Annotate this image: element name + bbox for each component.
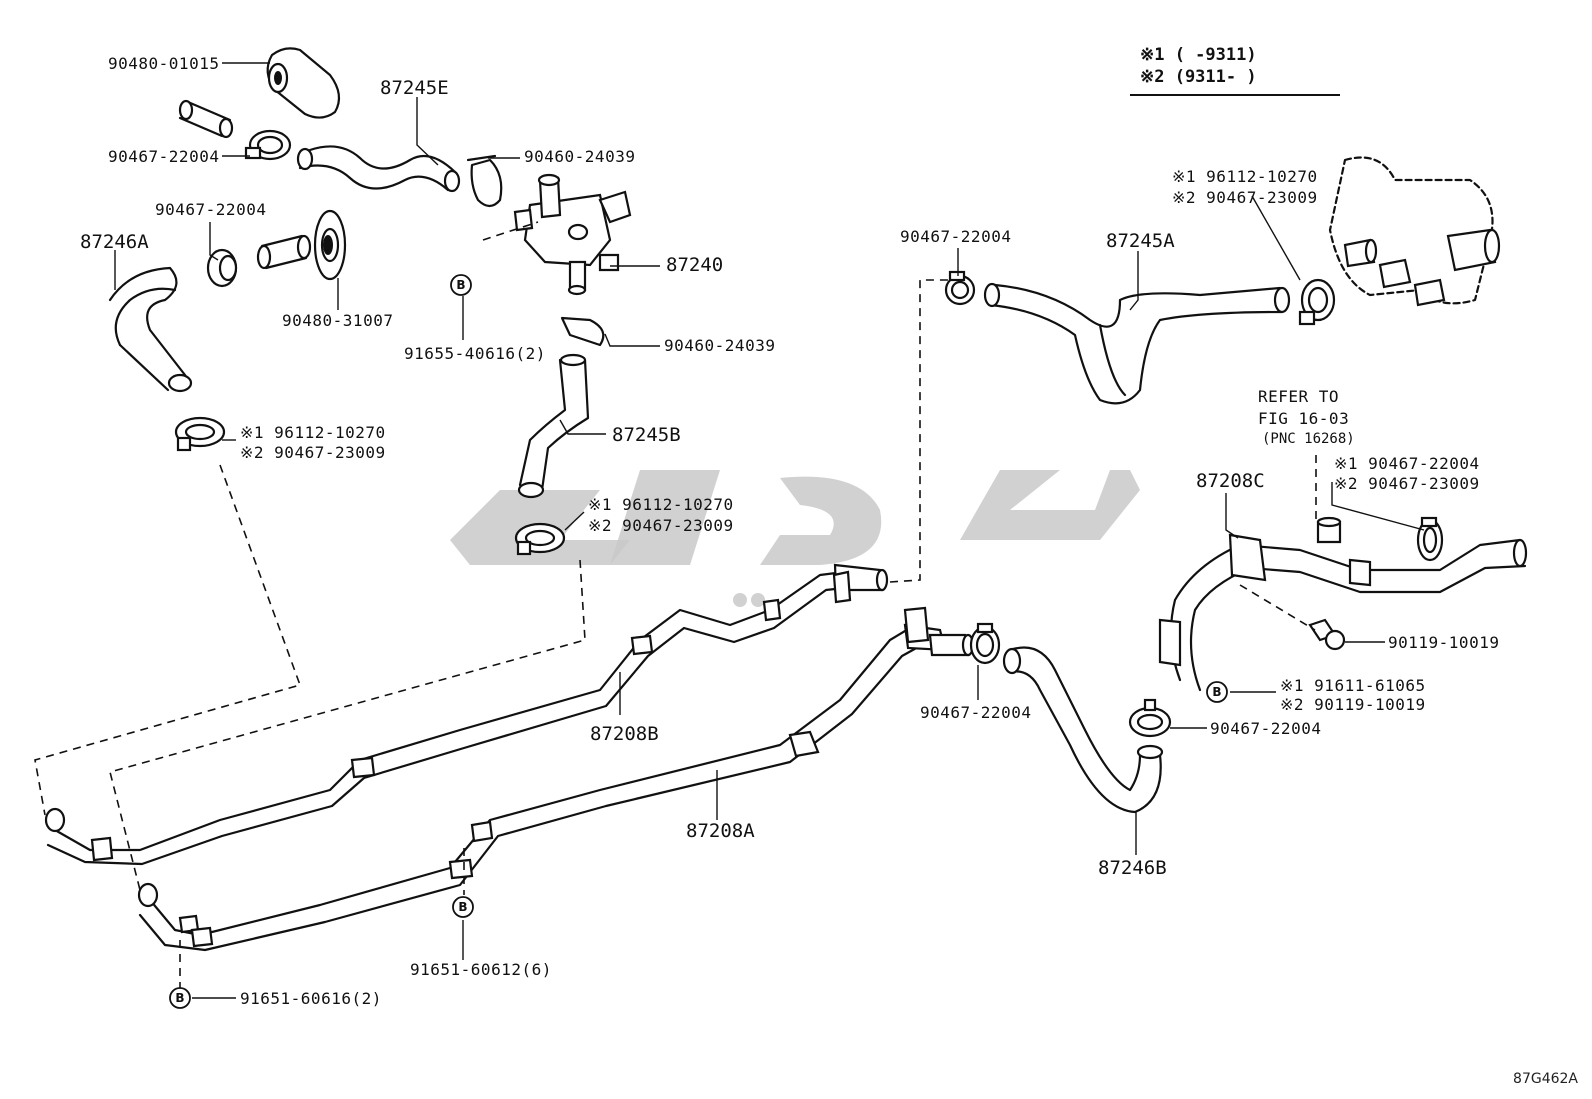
clamp-90467-22004-lower-mid [969,622,1001,665]
part-labels: 90480-01015 90467-22004 87245E 90460-240… [80,54,1499,1008]
pipe-87208C [1158,533,1528,692]
grommet-90480-01015 [266,47,341,119]
pipe-87208A [137,606,975,952]
bolt-90119-10019 [1308,618,1346,651]
clip-90460-24039-lower [560,316,605,347]
label-clamp-b-2: ※2 90467-23009 [588,516,734,535]
grommet-90480-31007 [313,209,347,281]
label-clamp-a-2: ※2 90467-23009 [240,443,386,462]
label-90467-22004-lower-right: 90467-22004 [1210,719,1321,738]
label-91651-60612: 91651-60612(6) [410,960,552,979]
svg-text:B: B [458,900,467,914]
label-87245A: 87245A [1106,230,1175,252]
watermark-logo [450,470,1140,607]
label-91651-60616: 91651-60616(2) [240,989,382,1008]
label-90119-10019: 90119-10019 [1388,633,1499,652]
label-90467-22004-midleft: 90467-22004 [155,200,266,219]
clamp-90467-22004-upperright [944,270,976,306]
hose-87245B [517,353,590,499]
label-90467-22004-lower-mid: 90467-22004 [920,703,1031,722]
clamp-90467-22004-midleft [206,248,238,288]
hose-87246A [108,266,193,393]
label-clamp-b-1: ※1 96112-10270 [588,495,734,514]
label-90480-31007: 90480-31007 [282,311,393,330]
label-clamp-a-1: ※1 96112-10270 [240,423,386,442]
label-87246B: 87246B [1098,857,1167,879]
pipe-87208B [44,563,889,866]
pipe-stub-midleft [256,234,312,270]
diagram-code: 87G462A [1513,1071,1578,1087]
clamp-90467-22004-top [244,129,292,161]
label-91655-40616: 91655-40616(2) [404,344,546,363]
hose-87246B [1002,646,1164,814]
bolt-marker-91655: B [450,274,472,296]
label-90467-22004-upperright: 90467-22004 [900,227,1011,246]
label-87208C: 87208C [1196,470,1265,492]
label-clamp-d-2: ※2 90467-23009 [1334,474,1480,493]
hose-87245A [983,282,1291,405]
engine-water-outlet [1328,156,1501,307]
clip-90460-24039-upper [466,154,503,208]
label-clamp-c-2: ※2 90467-23009 [1172,188,1318,207]
clamp-96112-10270-center [514,522,566,556]
bolt-marker-91651-60616: B [169,987,191,1009]
clamp-96112-10270-right [1298,278,1336,326]
label-87245E: 87245E [380,77,449,99]
clamp-96112-10270-left [174,416,226,452]
refer-line-1: REFER TO [1258,387,1339,406]
label-87240: 87240 [666,254,723,276]
refer-line-2: FIG 16-03 [1258,409,1349,428]
label-bolt-b-2: ※2 90119-10019 [1280,695,1426,714]
svg-text:B: B [175,991,184,1005]
legend-row-1: ※1 ( -9311) [1140,45,1257,65]
label-bolt-b-1: ※1 91611-61065 [1280,676,1426,695]
label-clamp-c-1: ※1 96112-10270 [1172,167,1318,186]
legend-row-2: ※2 (9311- ) [1140,67,1257,87]
svg-text:B: B [1212,685,1221,699]
leader-lines [114,62,1425,999]
bolt-marker-91651-60612: B [452,896,474,918]
label-90460-24039-upper: 90460-24039 [524,147,635,166]
label-87208B: 87208B [590,723,659,745]
label-87246A: 87246A [80,231,149,253]
clamp-90467-22004-lower-right [1128,698,1172,738]
legend-block: ※1 ( -9311) ※2 (9311- ) [1130,45,1340,96]
label-87208A: 87208A [686,820,755,842]
refer-line-3: (PNC 16268) [1262,431,1355,447]
label-87245B: 87245B [612,424,681,446]
pipe-stub-87208C [1316,516,1342,544]
label-90480-01015: 90480-01015 [108,54,219,73]
bolt-marker-90119: B [1206,681,1228,703]
svg-text:B: B [456,278,465,292]
pipe-stub-top-left [178,99,234,139]
label-clamp-d-1: ※1 90467-22004 [1334,454,1480,473]
label-90460-24039-lower: 90460-24039 [664,336,775,355]
hose-87245E [296,145,461,193]
label-90467-22004-top: 90467-22004 [108,147,219,166]
clamp-90467-22004-far-right [1416,516,1444,562]
dashed-connectors [34,221,1317,990]
heater-valve-87240 [513,173,632,296]
